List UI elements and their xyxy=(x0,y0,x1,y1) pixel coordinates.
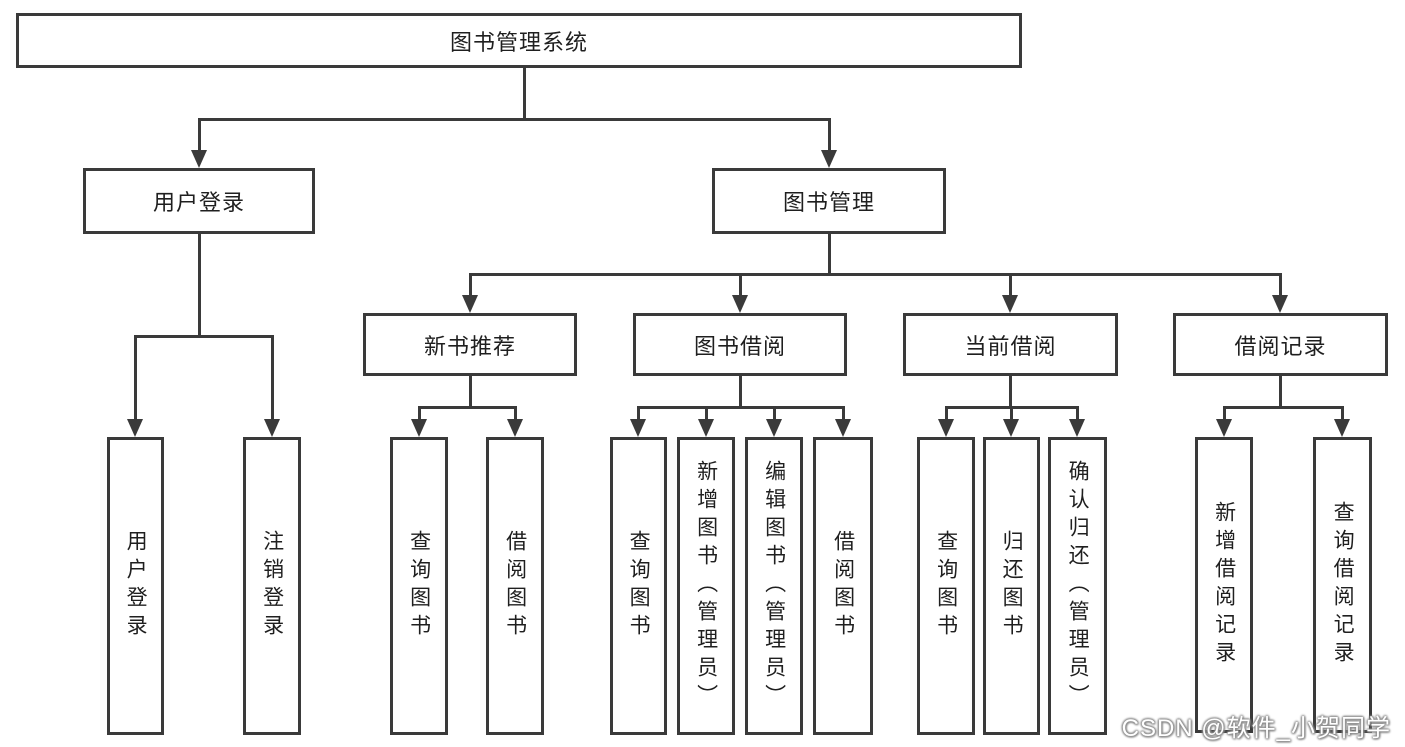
connector-current-borrow-trunk xyxy=(1009,376,1012,406)
node-borrow-records-label: 借阅记录 xyxy=(1234,333,1327,359)
connector-root-hbar xyxy=(198,118,831,121)
connector-book-borrow-trunk xyxy=(739,376,742,406)
arrow-down-icon xyxy=(462,295,478,313)
node-book-borrow-label: 图书借阅 xyxy=(693,333,786,359)
leaf-label: 用户登录 xyxy=(124,530,148,642)
arrow-down-icon xyxy=(191,150,207,168)
leaf-borrow-edit-book-admin: 编辑图书（管理员） xyxy=(745,437,803,735)
arrow-down-icon xyxy=(766,419,782,437)
leaf-records-query-record: 查询借阅记录 xyxy=(1313,437,1372,733)
arrow-down-icon xyxy=(938,419,954,437)
leaf-label: 查询图书 xyxy=(627,530,651,642)
node-root: 图书管理系统 xyxy=(16,13,1022,68)
connector-stub-leaf xyxy=(514,406,517,419)
arrow-down-icon xyxy=(264,419,280,437)
connector-stub-current-borrow xyxy=(1009,273,1012,295)
arrow-down-icon xyxy=(1002,295,1018,313)
arrow-down-icon xyxy=(1216,419,1232,437)
leaf-label: 编辑图书（管理员） xyxy=(762,460,786,712)
leaf-borrow-add-book-admin: 新增图书（管理员） xyxy=(677,437,735,735)
leaf-label: 查询借阅记录 xyxy=(1331,501,1355,669)
arrow-down-icon xyxy=(1334,419,1350,437)
connector-book-borrow-hbar xyxy=(637,406,845,409)
connector-stub-borrow-records xyxy=(1279,273,1282,295)
watermark: CSDN @软件_小贺同学 xyxy=(1121,715,1391,742)
connector-borrow-records-hbar xyxy=(1223,406,1344,409)
connector-user-login-trunk xyxy=(198,234,201,335)
leaf-label: 新增图书（管理员） xyxy=(694,460,718,712)
connector-stub-leaf xyxy=(1223,406,1226,419)
connector-user-login-hbar xyxy=(134,335,273,338)
connector-stub-leaf xyxy=(637,406,640,419)
arrow-down-icon xyxy=(411,419,427,437)
arrow-down-icon xyxy=(1272,295,1288,313)
arrow-down-icon xyxy=(835,419,851,437)
connector-level3-hbar xyxy=(469,273,1282,276)
leaf-borrow-borrow-book: 借阅图书 xyxy=(813,437,873,735)
connector-stub-user-login xyxy=(198,118,201,150)
connector-book-management-trunk xyxy=(828,234,831,273)
arrow-down-icon xyxy=(732,295,748,313)
arrow-down-icon xyxy=(698,419,714,437)
node-root-label: 图书管理系统 xyxy=(449,29,588,55)
connector-stub-leaf xyxy=(945,406,948,419)
node-current-borrow-label: 当前借阅 xyxy=(964,333,1057,359)
arrow-down-icon xyxy=(127,419,143,437)
connector-stub-leaf xyxy=(134,335,137,419)
connector-stub-leaf xyxy=(773,406,776,419)
connector-new-book-trunk xyxy=(469,376,472,406)
connector-stub-book-management xyxy=(828,118,831,150)
leaf-label: 注销登录 xyxy=(260,530,284,642)
arrow-down-icon xyxy=(821,150,837,168)
connector-stub-leaf xyxy=(705,406,708,419)
arrow-down-icon xyxy=(507,419,523,437)
connector-root-trunk xyxy=(523,68,526,118)
connector-stub-new-book-recommend xyxy=(469,273,472,295)
connector-stub-leaf xyxy=(418,406,421,419)
leaf-newbook-query-book: 查询图书 xyxy=(390,437,448,735)
node-book-borrow: 图书借阅 xyxy=(633,313,847,376)
leaf-label: 查询图书 xyxy=(407,530,431,642)
leaf-label: 借阅图书 xyxy=(831,530,855,642)
leaf-label: 归还图书 xyxy=(1000,530,1024,642)
leaf-current-confirm-return-admin: 确认归还（管理员） xyxy=(1048,437,1107,735)
connector-stub-leaf xyxy=(1076,406,1079,419)
node-new-book-recommend: 新书推荐 xyxy=(363,313,577,376)
leaf-label: 新增借阅记录 xyxy=(1212,501,1236,669)
arrow-down-icon xyxy=(1069,419,1085,437)
leaf-borrow-query-book: 查询图书 xyxy=(610,437,667,735)
node-borrow-records: 借阅记录 xyxy=(1173,313,1388,376)
connector-stub-book-borrow xyxy=(739,273,742,295)
node-user-login-label: 用户登录 xyxy=(152,190,245,215)
leaf-label: 查询图书 xyxy=(934,530,958,642)
node-new-book-recommend-label: 新书推荐 xyxy=(423,333,516,359)
leaf-current-query-book: 查询图书 xyxy=(917,437,975,735)
connector-borrow-records-trunk xyxy=(1279,376,1282,406)
node-book-management-label: 图书管理 xyxy=(782,190,875,215)
connector-stub-leaf xyxy=(1010,406,1013,419)
node-book-management: 图书管理 xyxy=(712,168,946,234)
node-user-login: 用户登录 xyxy=(83,168,315,234)
leaf-label: 借阅图书 xyxy=(503,530,527,642)
leaf-records-add-record: 新增借阅记录 xyxy=(1195,437,1253,733)
leaf-current-return-book: 归还图书 xyxy=(983,437,1040,735)
arrow-down-icon xyxy=(1003,419,1019,437)
connector-stub-leaf xyxy=(842,406,845,419)
leaf-user-login: 用户登录 xyxy=(107,437,164,735)
leaf-newbook-borrow-book: 借阅图书 xyxy=(486,437,544,735)
arrow-down-icon xyxy=(630,419,646,437)
connector-stub-leaf xyxy=(271,335,274,419)
connector-stub-leaf xyxy=(1341,406,1344,419)
connector-new-book-hbar xyxy=(418,406,517,409)
leaf-label: 确认归还（管理员） xyxy=(1066,460,1090,712)
node-current-borrow: 当前借阅 xyxy=(903,313,1118,376)
leaf-logout: 注销登录 xyxy=(243,437,301,735)
